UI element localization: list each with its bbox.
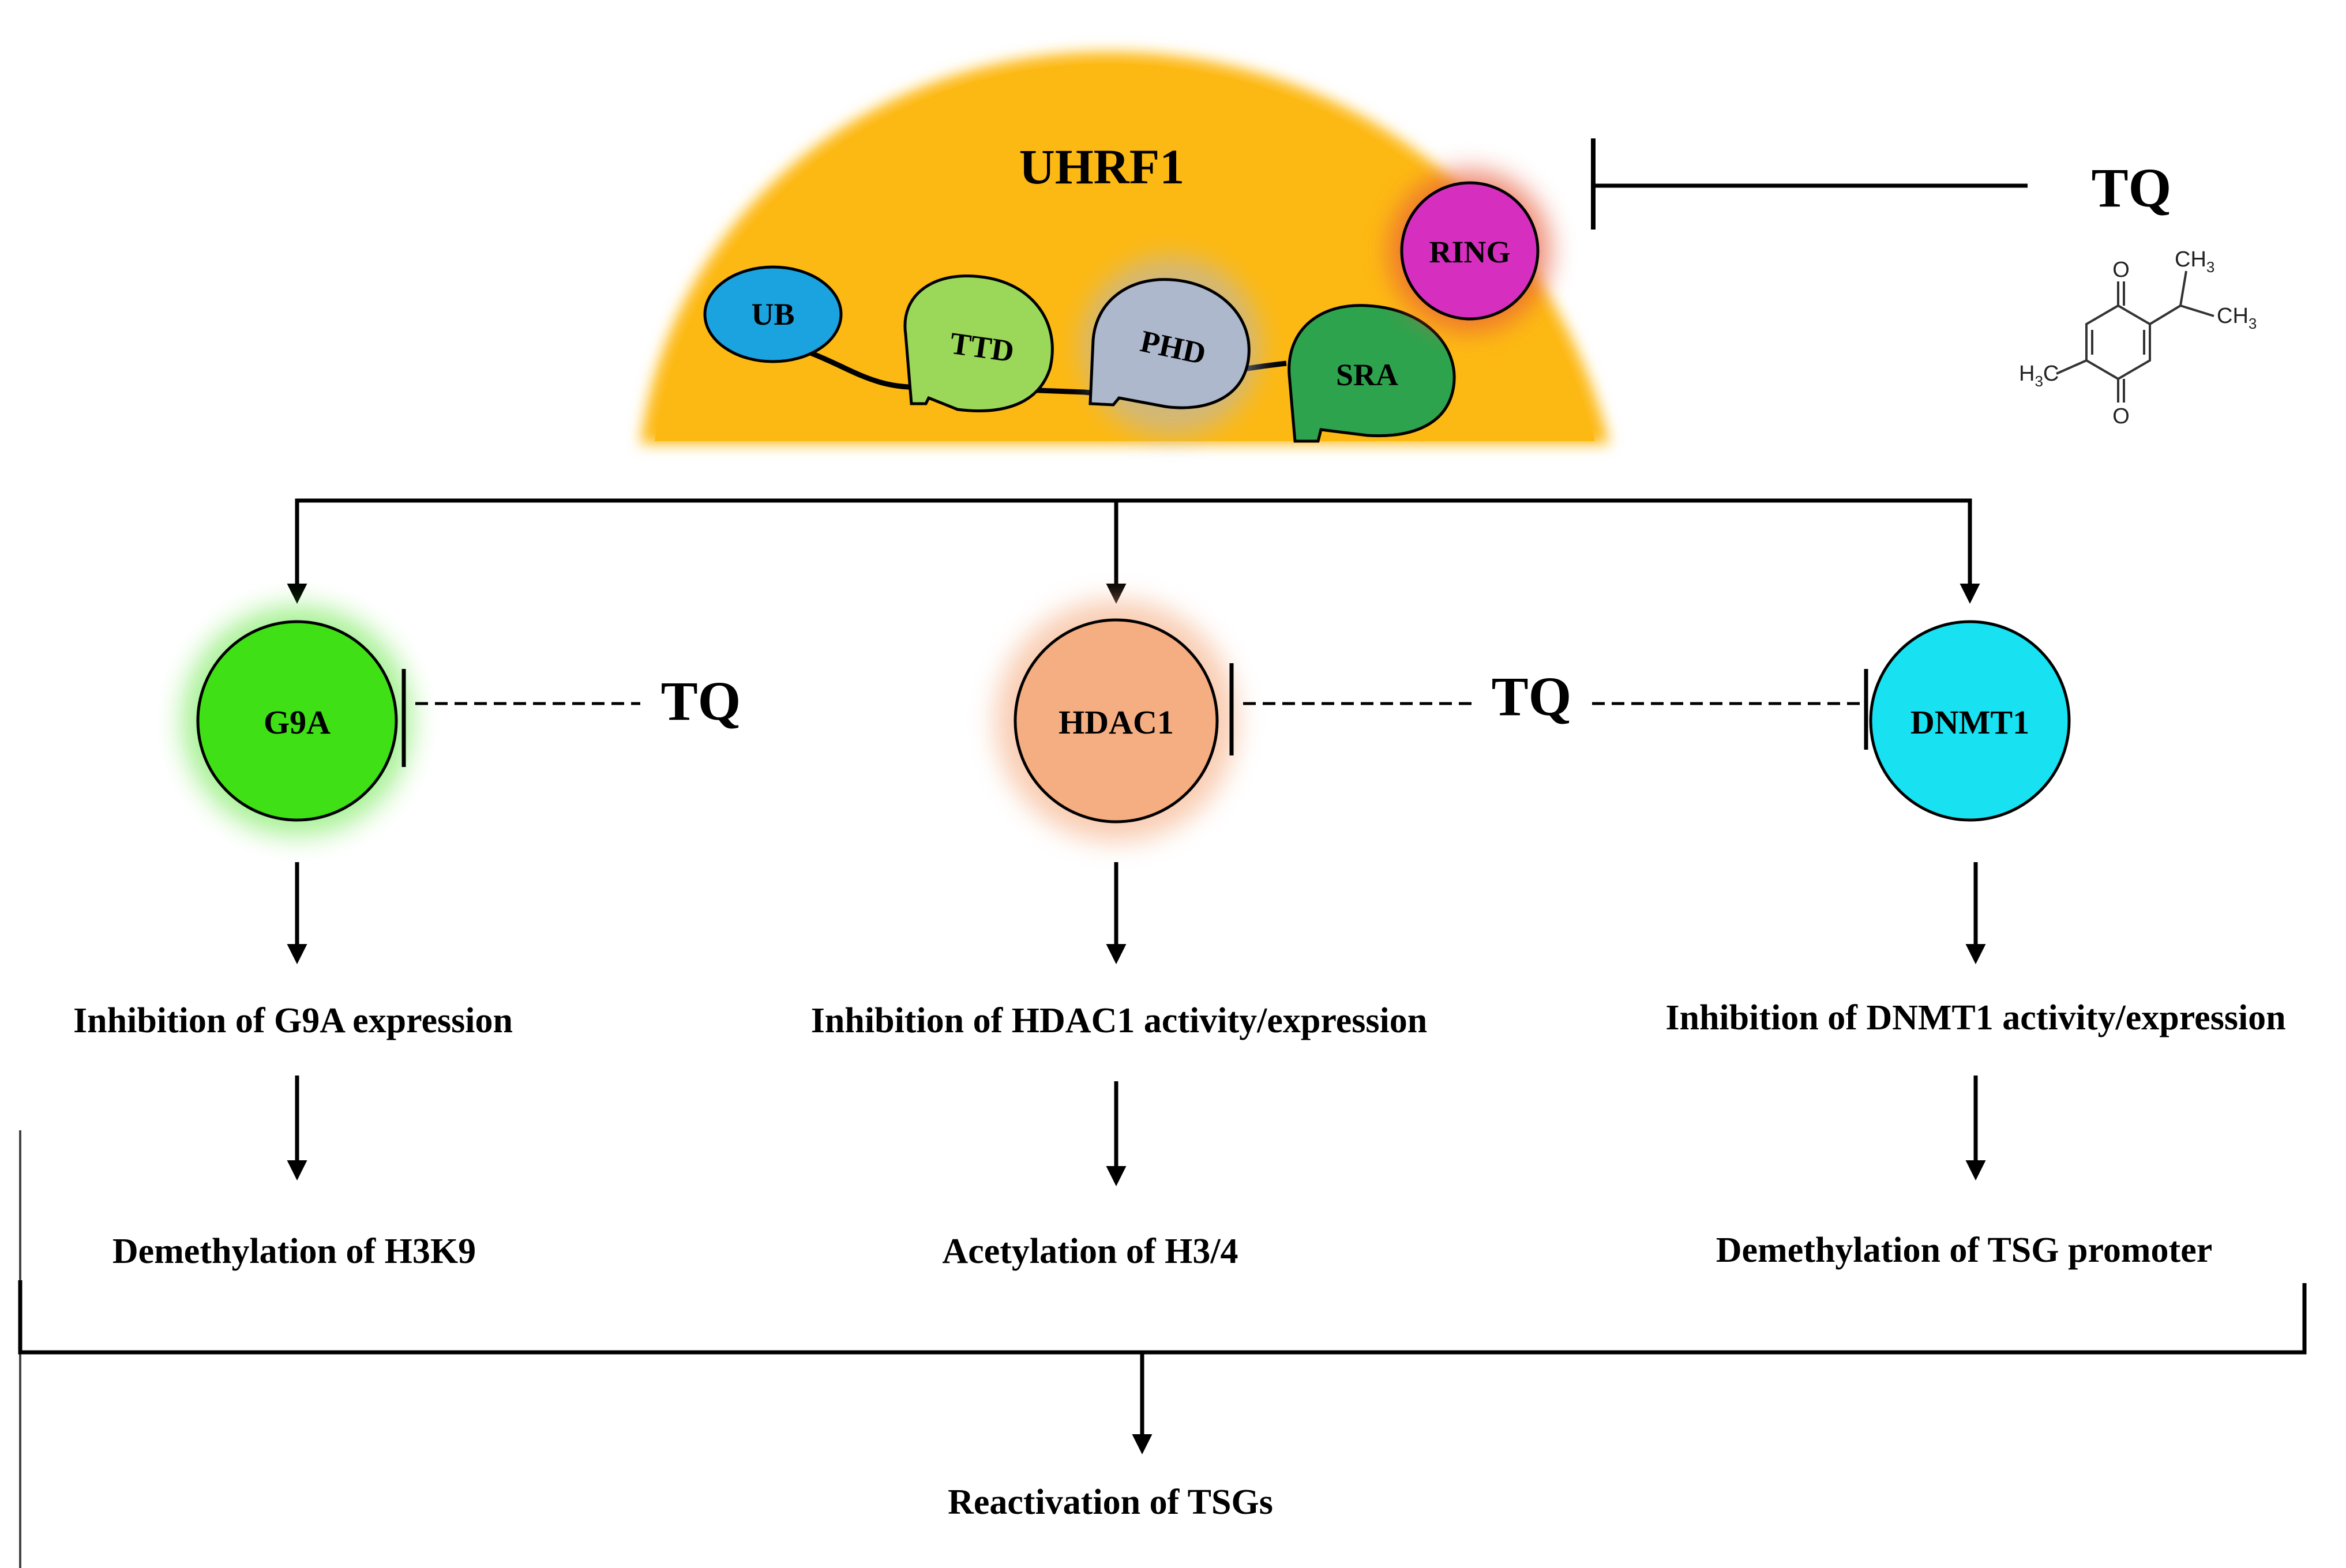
ttd-domain: TTD	[903, 275, 1054, 412]
sra-label: SRA	[1336, 358, 1398, 392]
sra-domain: SRA	[1288, 304, 1456, 443]
h3c: H3C	[2019, 362, 2059, 390]
hdac1-outcome-text: Acetylation of H3/4	[942, 1232, 1238, 1271]
uhrf1-branch-connector	[287, 498, 1980, 604]
final-outcome-text: Reactivation of TSGs	[948, 1483, 1273, 1522]
g9a-node: G9A	[182, 606, 412, 836]
tq-hdac1-dnmt1-inhibition: TQ	[1229, 663, 1868, 755]
phd-domain: PHD	[1082, 257, 1260, 435]
thymoquinone-structure: O O CH3 CH3 H3C	[2019, 247, 2257, 428]
hdac1-node: HDAC1	[995, 600, 1237, 842]
hdac1-inhibition-text: Inhibition of HDAC1 activity/expression	[811, 1001, 1427, 1040]
tq-g9a-inhibition: TQ	[401, 669, 741, 767]
g9a-inhibition-text: Inhibition of G9A expression	[73, 1001, 513, 1040]
tq-top-label: TQ	[2092, 157, 2172, 219]
ch3-a: CH3	[2175, 247, 2214, 276]
dnmt1-node: DNMT1	[1869, 620, 2071, 822]
dnmt1-label: DNMT1	[1910, 704, 2029, 741]
tq-center-label: TQ	[1492, 665, 1572, 727]
dnmt1-inhibition-text: Inhibition of DNMT1 activity/expression	[1665, 998, 2285, 1037]
atom-o-top: O	[2112, 258, 2130, 282]
g9a-label: G9A	[264, 704, 331, 741]
dnmt1-outcome-text: Demethylation of TSG promoter	[1716, 1231, 2212, 1270]
uhrf1-title: UHRF1	[1019, 139, 1185, 194]
uhrf1-complex: UHRF1 UB TTD PHD SRA RING	[640, 52, 1609, 444]
ring-domain: RING	[1389, 170, 1551, 332]
bottom-bracket	[18, 1130, 2307, 1568]
ring-label: RING	[1429, 235, 1510, 269]
atom-o-bottom: O	[2112, 404, 2130, 428]
ub-label: UB	[751, 297, 794, 332]
ub-domain	[703, 265, 843, 363]
hdac1-label: HDAC1	[1058, 704, 1174, 741]
g9a-outcome-text: Demethylation of H3K9	[112, 1232, 476, 1271]
tq-top-inhibition: TQ	[1591, 138, 2172, 230]
tq-left-label: TQ	[661, 670, 741, 732]
ch3-b: CH3	[2217, 304, 2257, 332]
